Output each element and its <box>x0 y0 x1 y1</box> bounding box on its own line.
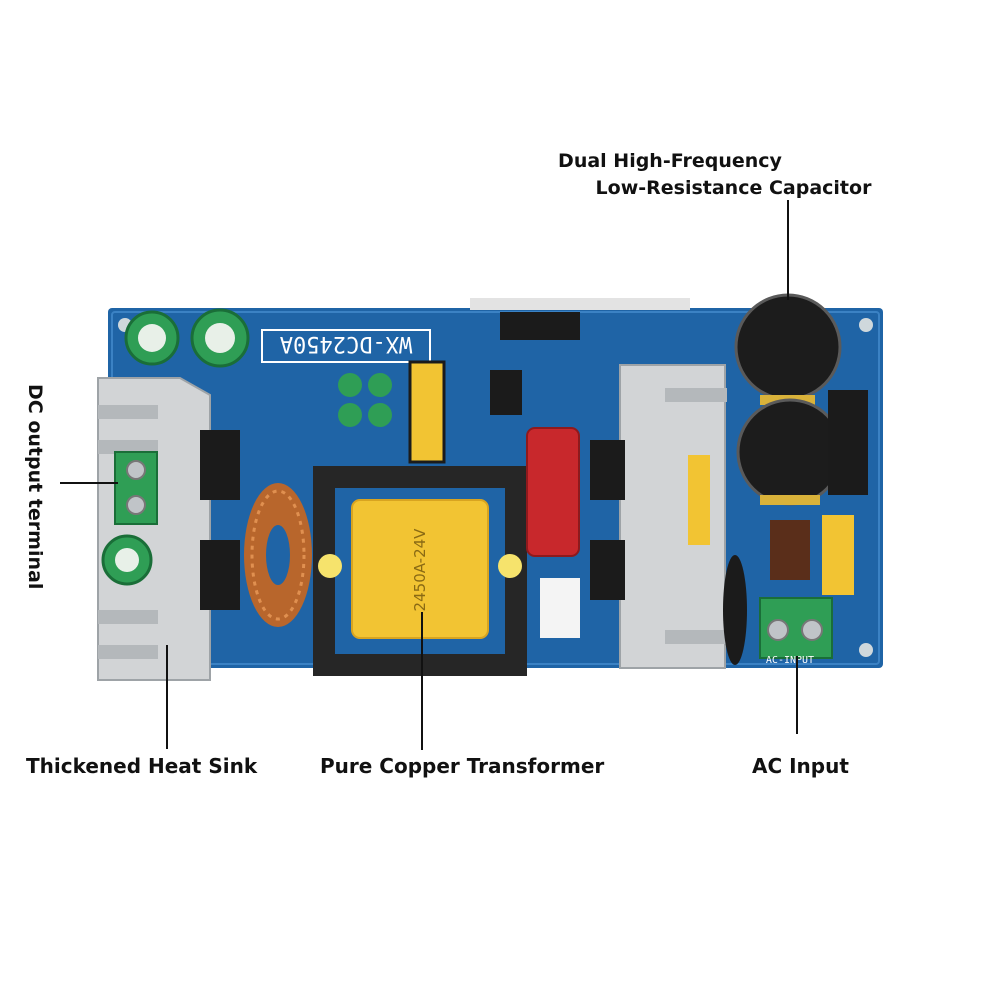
toroid-inductor-icon <box>244 483 312 627</box>
label-capacitor: Dual High-Frequency Low-Resistance Capac… <box>540 148 1000 202</box>
label-ac-input: AC Input <box>752 754 849 778</box>
leader-line-dc-output <box>60 482 118 484</box>
label-heat-sink: Thickened Heat Sink <box>26 754 258 778</box>
board-model-text: WX-DC2450A <box>280 331 412 356</box>
transformer-rating-text: 2450A-24V <box>411 528 429 612</box>
leader-line-transformer <box>421 612 423 750</box>
terminal-block-icon <box>759 597 833 659</box>
label-transformer: Pure Copper Transformer <box>320 754 605 778</box>
leader-line-ac-input <box>796 656 798 734</box>
leader-line-heat-sink <box>166 645 168 749</box>
terminal-block-icon <box>114 451 158 525</box>
leader-line-capacitor <box>787 200 789 300</box>
label-dc-output: DC output terminal <box>24 384 46 590</box>
capacitor-icon <box>734 293 844 506</box>
capacitor-icon <box>124 308 250 368</box>
ac-input-silk-text: AC-INPUT <box>766 655 814 666</box>
label-capacitor-line2: Low-Resistance Capacitor <box>595 177 872 199</box>
label-capacitor-line1: Dual High-Frequency <box>558 150 782 172</box>
transformer-icon: 2450A-24V <box>313 466 527 676</box>
